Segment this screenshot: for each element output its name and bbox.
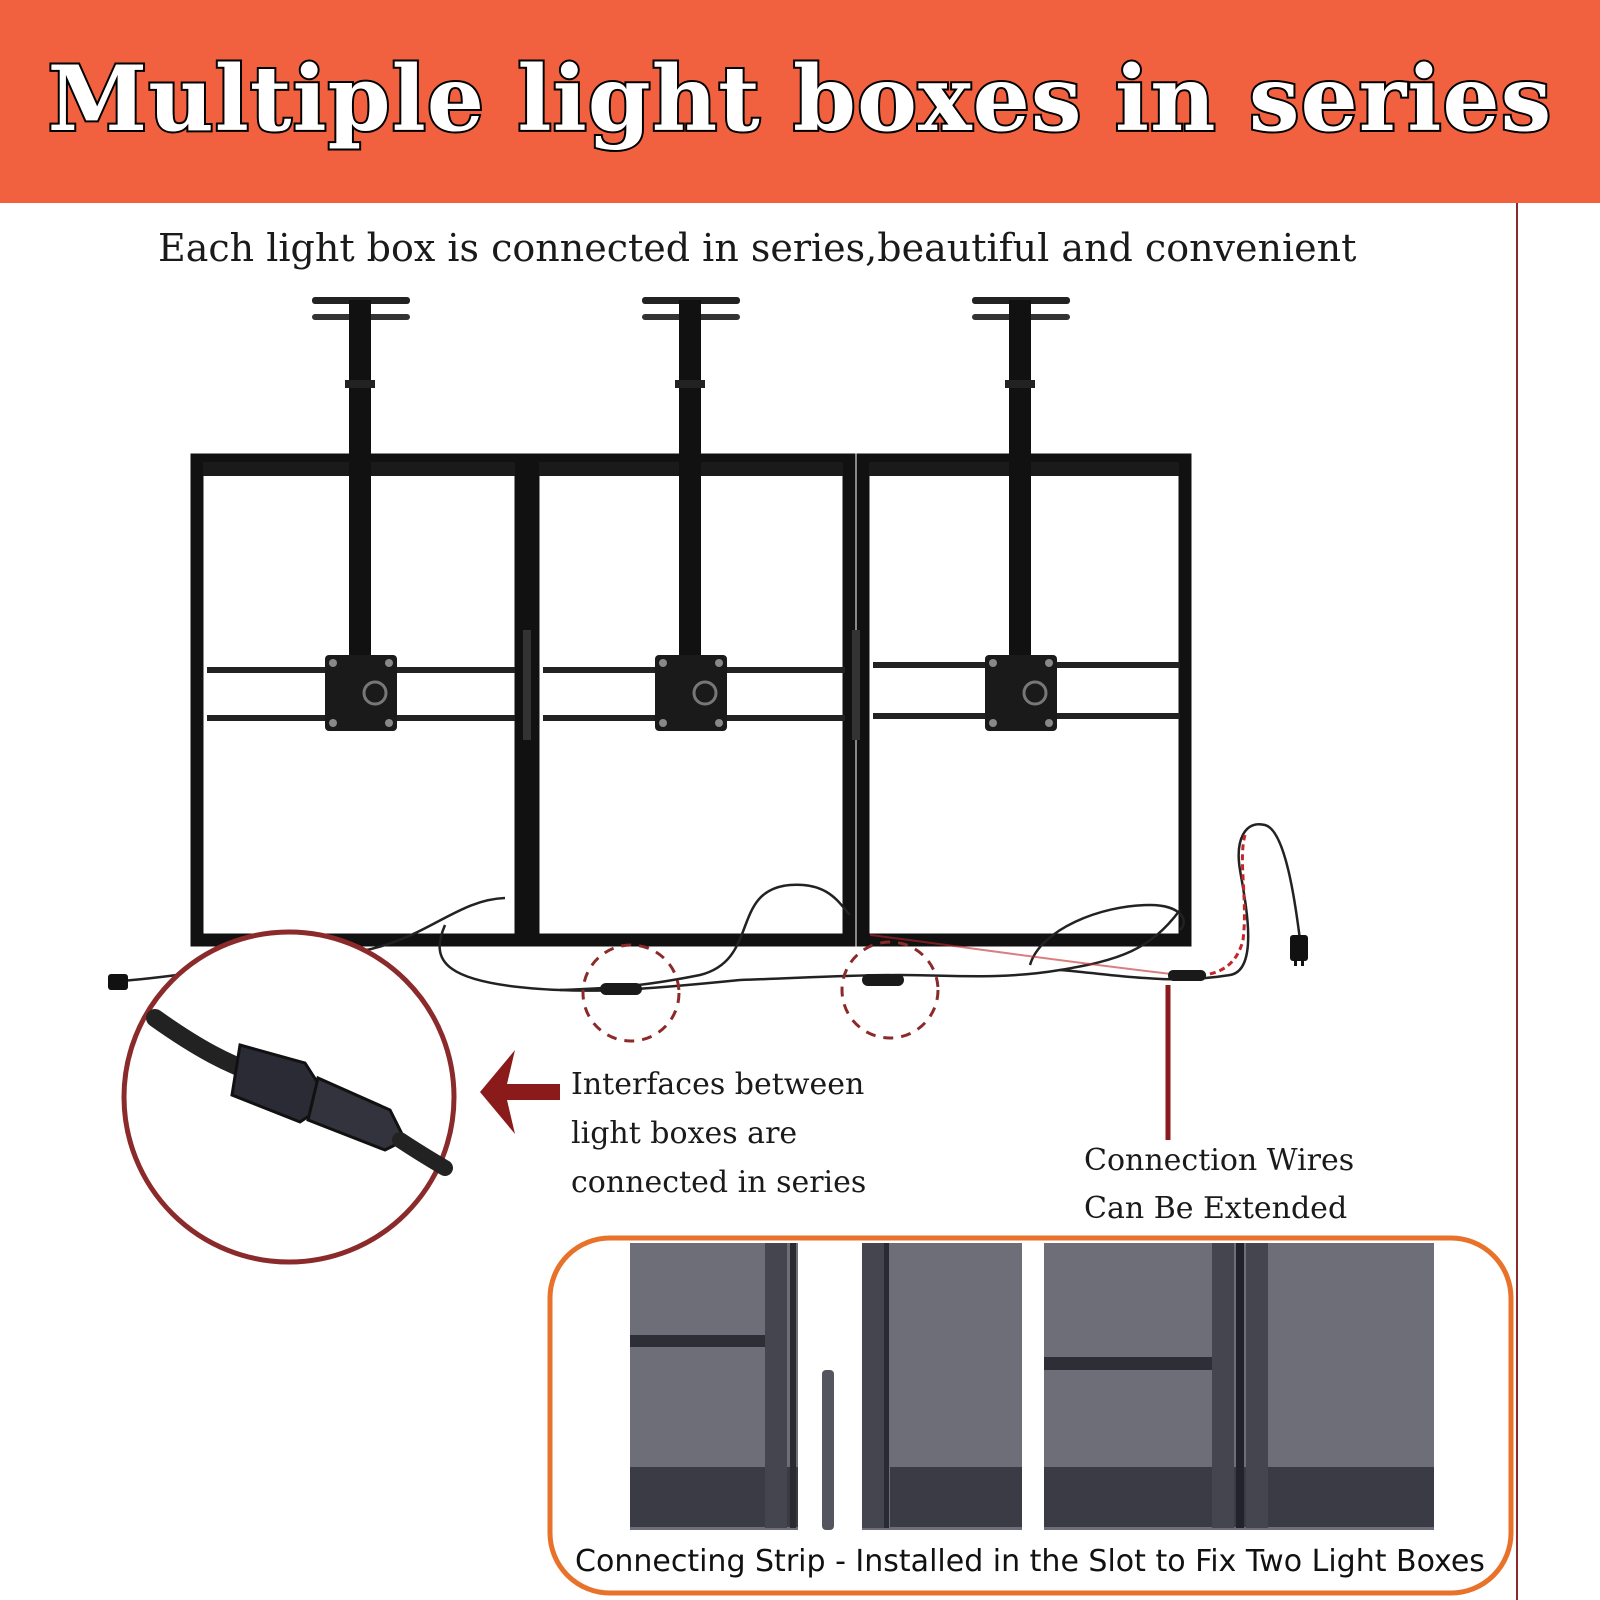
strip-photo-joined [1044,1243,1434,1530]
right-border-line [1516,203,1518,1600]
connector-highlight-circle [840,940,940,1040]
cable-connector-icon [600,983,642,995]
title-banner: Multiple light boxes in series [0,0,1600,203]
ceiling-mount-icon [972,297,1070,660]
connecting-strip-panel [547,1235,1514,1596]
interface-callout-line: Interfaces between [571,1067,865,1102]
interface-callout-line: connected in series [571,1165,867,1200]
red-wire [1179,834,1247,978]
connector-zoom-circle [121,929,457,1265]
page-title: Multiple light boxes in series [46,44,1554,154]
frame-joint [852,630,860,740]
vesa-bracket-icon [655,655,727,731]
connector-highlight-circle [581,943,681,1043]
diagram-subtitle: Each light box is connected in series,be… [158,226,1357,270]
wires-callout-line: Can Be Extended [1084,1191,1348,1226]
vesa-bracket-icon [985,655,1057,731]
interface-callout: Interfaces between light boxes are conne… [571,1060,866,1207]
ceiling-mount-icon [312,297,410,660]
cable-connector-icon [1168,970,1206,981]
light-box-diagram [108,297,1514,1596]
strip-photo-before [630,1243,798,1530]
strip-photo-slot [862,1243,1022,1530]
cable-connector-icon [862,974,904,986]
power-plug-icon [108,935,1308,990]
wires-callout: Connection Wires Can Be Extended [1084,1137,1354,1233]
frame-joint [523,630,531,740]
strip-caption: Connecting Strip - Installed in the Slot… [575,1544,1485,1579]
vesa-bracket-icon [325,655,397,731]
arrow-left-icon [480,1050,560,1134]
interface-callout-line: light boxes are [571,1116,798,1151]
wires-callout-line: Connection Wires [1084,1143,1355,1178]
connecting-strip [822,1370,834,1530]
ceiling-mount-icon [642,297,740,660]
